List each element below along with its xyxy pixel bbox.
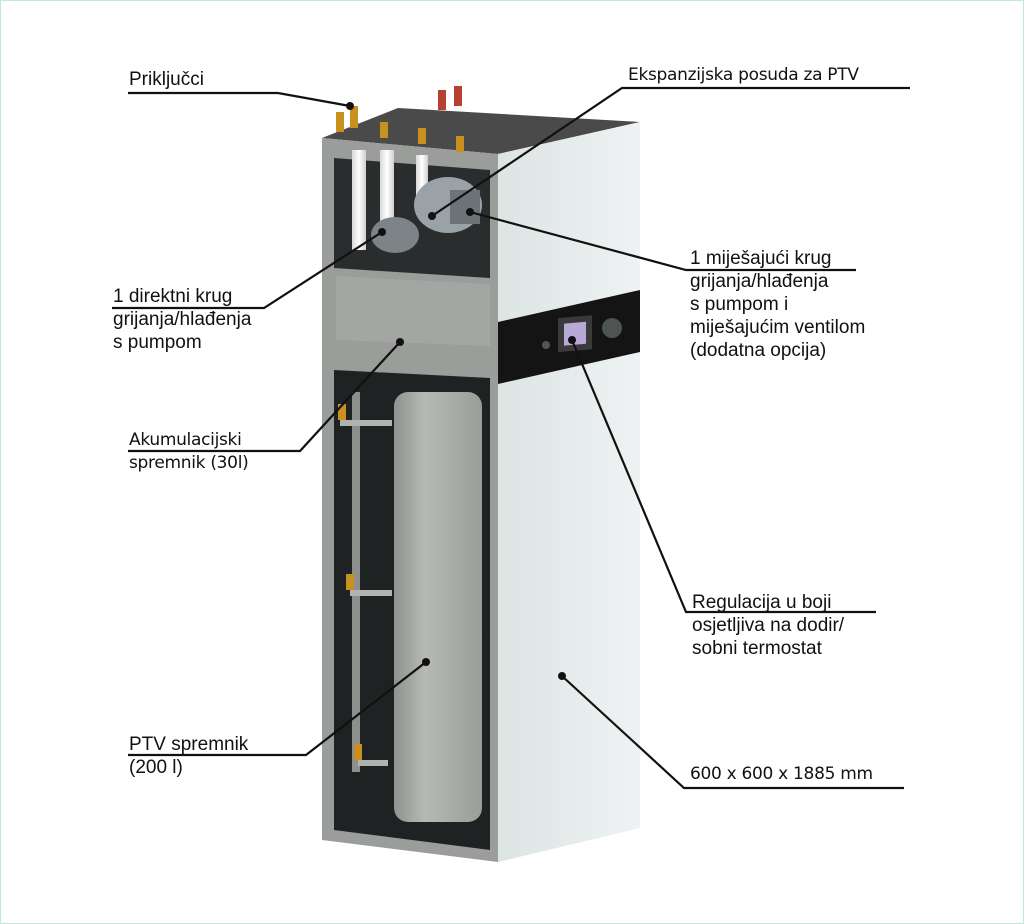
white-pipe-2	[380, 150, 394, 230]
leader-mijesajuci	[469, 210, 856, 272]
label-prikljucci: Priključci	[129, 68, 204, 91]
label-line: s pumpom	[113, 332, 202, 353]
control-button	[542, 341, 550, 349]
connector-1	[336, 112, 344, 132]
connector-4	[418, 128, 426, 144]
leader-prikljucci	[128, 91, 351, 108]
leader-dot-dimenzije	[558, 672, 566, 680]
label-line: Regulacija u boji	[692, 592, 832, 613]
label-line: PTV spremnik	[129, 734, 249, 755]
label-regulacija: Regulacija u boji osjetljiva na dodir/ s…	[692, 591, 844, 660]
leader-ptv	[128, 661, 427, 757]
dhw-tank	[394, 392, 482, 822]
leader-dimenzije	[561, 675, 904, 790]
label-direktni: 1 direktni krug grijanja/hlađenja s pump…	[113, 285, 251, 354]
side-panel	[498, 122, 640, 862]
label-line: (200 l)	[129, 757, 183, 778]
leader-dot-ekspanzijska	[428, 212, 436, 220]
label-line: grijanja/hlađenja	[113, 309, 252, 330]
label-line: Akumulacijski	[129, 430, 242, 450]
label-ekspanzijska: Ekspanzijska posuda za PTV	[628, 64, 859, 87]
connector-2	[350, 106, 358, 128]
label-line: grijanja/hlađenja	[690, 271, 829, 292]
brass-fitting-3	[354, 744, 362, 760]
leader-dot-ptv	[422, 658, 430, 666]
label-line: Priključci	[129, 69, 204, 90]
white-pipe-1	[352, 150, 366, 250]
label-akumulacijski: Akumulacijski spremnik (30l)	[129, 429, 249, 475]
leader-dot-akumulacijski	[396, 338, 404, 346]
brass-fitting-2	[346, 574, 354, 590]
label-line: Ekspanzijska posuda za PTV	[628, 65, 859, 85]
label-line: miješajućim ventilom	[690, 317, 866, 338]
buffer-tank-panel	[336, 276, 490, 346]
leader-akumulacijski	[128, 341, 401, 453]
label-line: spremnik (30l)	[129, 453, 249, 473]
leader-dot-prikljucci	[346, 102, 354, 110]
leader-dot-regulacija	[568, 336, 576, 344]
brass-fitting-1	[338, 404, 346, 420]
label-line: 1 miješajući krug	[690, 248, 832, 269]
pipe-left	[352, 392, 360, 772]
label-ptv-spremnik: PTV spremnik (200 l)	[129, 733, 248, 779]
top-cover	[322, 108, 640, 154]
leader-direktni	[112, 231, 383, 310]
label-mijesajuci: 1 miješajući krug grijanja/hlađenja s pu…	[690, 247, 865, 362]
leader-dot-mijesajuci	[466, 208, 474, 216]
copper-pipe-1	[438, 90, 446, 110]
pipe-horizontal-1	[340, 420, 392, 426]
label-line: s pumpom i	[690, 294, 789, 315]
label-line: sobni termostat	[692, 638, 822, 659]
leader-dot-direktni	[378, 228, 386, 236]
pipe-horizontal-2	[350, 590, 392, 596]
label-line: 1 direktni krug	[113, 286, 233, 307]
label-line: 600 x 600 x 1885 mm	[690, 764, 873, 784]
label-line: (dodatna opcija)	[690, 340, 827, 361]
label-dimenzije: 600 x 600 x 1885 mm	[690, 763, 873, 786]
label-line: osjetljiva na dodir/	[692, 615, 845, 636]
control-knob	[602, 318, 622, 338]
pump	[371, 217, 419, 253]
connector-3	[380, 122, 388, 138]
connector-5	[456, 136, 464, 152]
leader-regulacija	[570, 339, 876, 614]
mixing-valve	[450, 190, 480, 224]
leader-ekspanzijska	[431, 86, 910, 217]
copper-pipe-2	[454, 86, 462, 106]
pipe-horizontal-3	[358, 760, 388, 766]
